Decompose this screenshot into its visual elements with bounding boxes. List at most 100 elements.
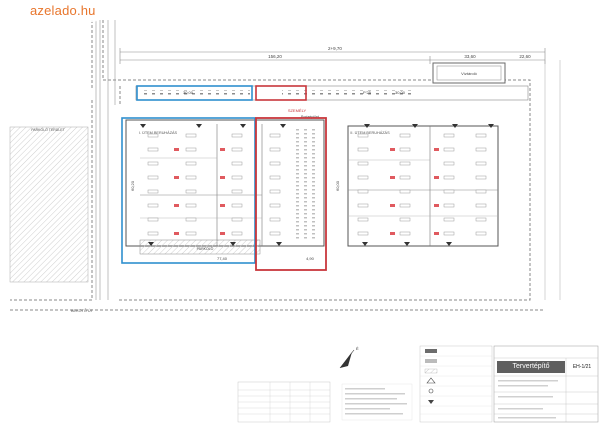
cell-mark (147, 189, 159, 194)
entrance-marker (140, 124, 146, 128)
cell-mark (185, 217, 197, 222)
cell-mark (147, 175, 159, 180)
cell-mark (475, 203, 487, 208)
dimension-top-right-b: 22,60 (519, 54, 531, 59)
cell-mark (399, 147, 411, 152)
right-road (544, 60, 561, 300)
red-mark (434, 176, 439, 179)
strip-dimension-right: 30,00 (395, 90, 406, 95)
cell-mark (443, 147, 455, 152)
compass-icon (339, 349, 355, 369)
cell-mark (357, 189, 369, 194)
cell-mark (231, 147, 243, 152)
cell-mark (357, 217, 369, 222)
red-mark (174, 176, 179, 179)
cell-mark (231, 133, 243, 138)
cell-mark (231, 175, 243, 180)
gate-sub-label: Portaépület (301, 115, 319, 119)
red-mark (220, 204, 225, 207)
building-marks (140, 124, 494, 246)
watermark-logo: azelado.hu (0, 0, 106, 22)
cell-mark (269, 147, 281, 152)
blue-outline-strip (136, 85, 253, 101)
cell-mark (399, 189, 411, 194)
cell-mark (185, 231, 197, 236)
water-tank-label: Víztároló (461, 71, 478, 76)
cell-mark (147, 217, 159, 222)
red-mark (390, 232, 395, 235)
red-mark (390, 176, 395, 179)
entrance-marker (364, 124, 370, 128)
red-mark (174, 204, 179, 207)
cell-mark (357, 161, 369, 166)
blue-outline-block (121, 117, 256, 264)
bottom-strip-label: PARKOLÓ (197, 246, 214, 251)
cell-mark (185, 189, 197, 194)
red-mark (174, 232, 179, 235)
red-mark (220, 176, 225, 179)
cell-mark (357, 147, 369, 152)
cell-mark (185, 175, 197, 180)
cell-mark (357, 203, 369, 208)
legend-block (419, 345, 493, 423)
entrance-marker (452, 124, 458, 128)
cell-mark (443, 217, 455, 222)
dimension-right-height: 60,00 (335, 180, 340, 191)
parking-strip (135, 85, 529, 101)
red-mark (434, 148, 439, 151)
entrance-marker (280, 124, 286, 128)
cell-mark (475, 161, 487, 166)
exit-marker (362, 242, 368, 246)
cell-mark (443, 189, 455, 194)
title-block-logo: Tervertépítő (497, 361, 565, 373)
access-road (95, 20, 116, 300)
cell-mark (357, 133, 369, 138)
schedule-table (237, 381, 331, 423)
cell-mark (399, 203, 411, 208)
cell-mark (443, 203, 455, 208)
dimension-left-height: 60,20 (130, 180, 135, 191)
dimension-bottom-mid: 77,40 (217, 256, 228, 261)
cell-mark (147, 133, 159, 138)
red-mark (434, 232, 439, 235)
top-dimension-lines (119, 48, 546, 64)
right-building-label: II. ÜTEM BERUHÁZÁS (350, 131, 390, 135)
exit-marker (230, 242, 236, 246)
plot-boundary (10, 20, 545, 311)
cell-mark (185, 147, 197, 152)
dimension-top-right-a: 33,60 (464, 54, 476, 59)
left-parking-label: PARKOLÓ TERÜLET (31, 127, 65, 132)
cell-mark (269, 133, 281, 138)
right-building (347, 125, 499, 247)
cell-mark (399, 175, 411, 180)
parking-strip-rows (140, 90, 250, 96)
cell-mark (231, 161, 243, 166)
title-block-code: EH-1/21 (572, 364, 592, 370)
exit-marker (148, 242, 154, 246)
cell-mark (443, 133, 455, 138)
cell-mark (147, 147, 159, 152)
cell-mark (357, 175, 369, 180)
entrance-marker (412, 124, 418, 128)
title-block (493, 345, 599, 423)
cell-mark (269, 189, 281, 194)
cell-mark (269, 161, 281, 166)
dimension-bottom-right: 4,90 (306, 256, 315, 261)
cell-mark (231, 217, 243, 222)
cell-mark (475, 133, 487, 138)
red-mark (434, 204, 439, 207)
red-outline-block (255, 117, 327, 271)
water-tank (432, 62, 506, 84)
exit-marker (404, 242, 410, 246)
compass-label: É (356, 346, 359, 351)
cell-mark (399, 217, 411, 222)
red-mark (220, 232, 225, 235)
entrance-marker (240, 124, 246, 128)
red-mark (174, 148, 179, 151)
cell-mark (399, 231, 411, 236)
red-mark (390, 148, 395, 151)
cell-mark (269, 203, 281, 208)
cell-mark (357, 231, 369, 236)
red-mark (220, 148, 225, 151)
